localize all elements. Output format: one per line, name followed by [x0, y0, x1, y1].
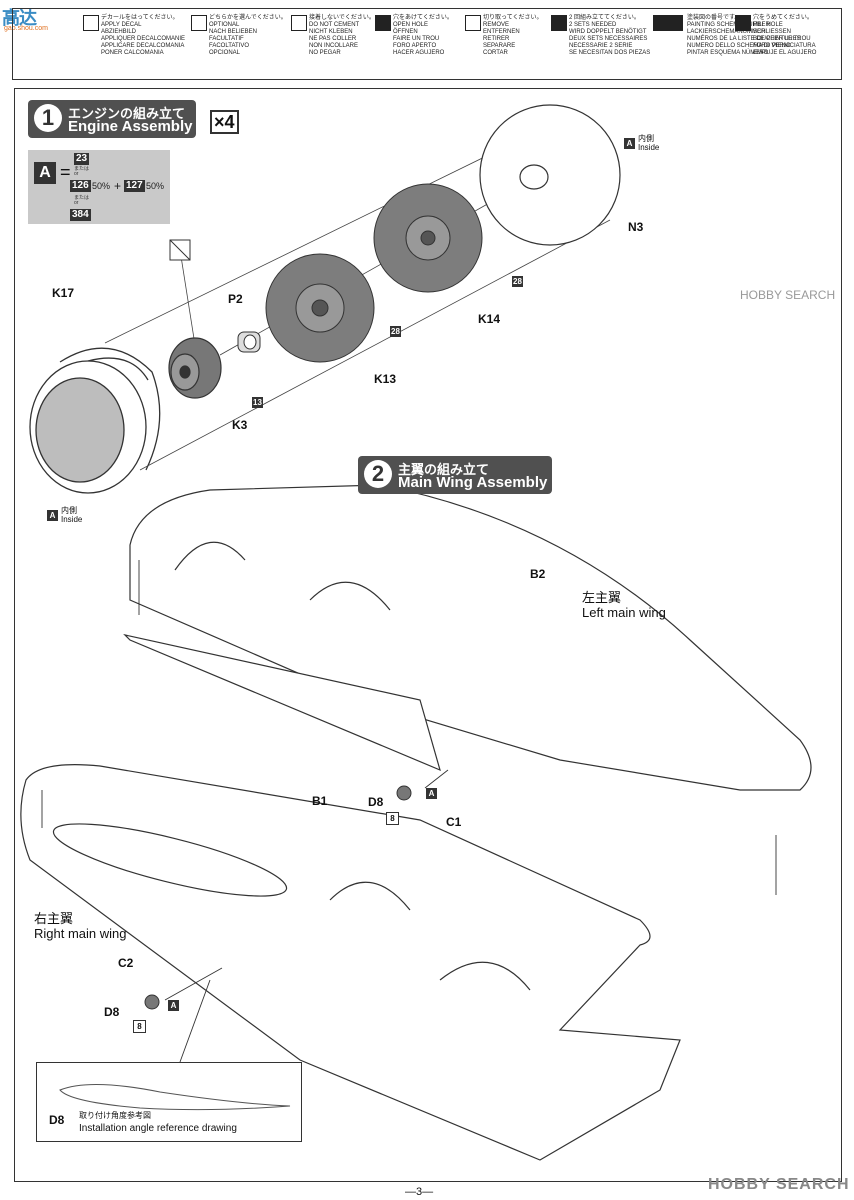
plus-sign: + [114, 179, 122, 193]
ref-title-jp: 取り付け角度参考図 [79, 1111, 151, 1120]
part-d8-drawing [144, 994, 160, 1010]
legend-text: 接着しないでください。 DO NOT CEMENT NICHT KLEBEN N… [309, 15, 375, 56]
no-cement-icon [291, 15, 307, 31]
color-code: 23 [74, 153, 90, 165]
instruction-frame [14, 88, 842, 1182]
legend-text: 塗装図の番号です。 PAINTING SCHEME NUMBER LACKIER… [687, 15, 816, 56]
left-wing-drawing [123, 484, 812, 791]
fill-hole-icon [735, 15, 751, 31]
two-sets-icon [551, 15, 567, 31]
installation-reference-box: D8 取り付け角度参考図 Installation angle referenc… [36, 1062, 302, 1142]
cowling-k17-drawing [29, 347, 161, 494]
step-number: 1 [34, 104, 62, 132]
part-label-b1: B1 [312, 794, 328, 808]
part-d8-drawing [396, 785, 412, 801]
step-title-en: Main Wing Assembly [398, 474, 548, 491]
step-title-jp: 主翼の組み立て [398, 462, 490, 477]
step-1-header: 1 エンジンの組み立て Engine Assembly [28, 100, 196, 138]
step-2-header: 2 主翼の組み立て Main Wing Assembly [358, 456, 552, 494]
percent: 50% [146, 181, 165, 191]
color-code: 384 [70, 209, 91, 221]
paint-callout: A = 23 または or 126 50% + 127 50% または or 3… [28, 150, 170, 224]
side-watermark: HOBBY SEARCH [740, 288, 836, 302]
legend-text: 切り取ってください。 REMOVE ENTFERNEN RETIRER SEPA… [483, 15, 543, 56]
percent: 50% [92, 181, 111, 191]
paint-code-badge: 8 [133, 1020, 146, 1033]
part-label-d8: D8 [104, 1005, 120, 1019]
or-text: または or [74, 166, 90, 177]
part-p2-drawing [237, 331, 261, 353]
paint-code-badge: 28 [390, 326, 401, 337]
right-wing-jp: 右主翼 [34, 911, 74, 926]
tag-a: A [168, 1000, 179, 1011]
part-label-c2: C2 [118, 956, 134, 970]
tag-a: A [47, 510, 58, 521]
cylinders-k14-drawing [373, 183, 483, 293]
part-label-d8: D8 [368, 795, 384, 809]
paint-code-badge: 13 [252, 397, 263, 408]
plate-n3-drawing [479, 104, 621, 246]
site-watermark: HOBBY SEARCH [708, 1176, 850, 1193]
site-logo: 高达 [2, 8, 37, 28]
site-logo-url: gao.shou.com [4, 25, 48, 32]
ref-title-en: Installation angle reference drawing [79, 1123, 237, 1134]
page-number: —3— [405, 1186, 434, 1198]
part-label-n3: N3 [628, 220, 644, 234]
part-label-k3: K3 [232, 418, 248, 432]
scheme-icon [653, 15, 683, 31]
right-wing-drawing [20, 764, 681, 1161]
tag-a: A [426, 788, 437, 799]
inside-jp: 内側 [61, 506, 77, 515]
symbol-legend: デカールをはってください。 APPLY DECAL ABZIEHBILD APP… [12, 8, 842, 80]
right-wing-en: Right main wing [34, 926, 127, 941]
cylinders-k13-drawing [265, 253, 375, 363]
part-label-c1: C1 [446, 815, 462, 829]
step-title-jp: エンジンの組み立て [68, 106, 186, 121]
paint-code-badge: 8 [386, 812, 399, 825]
hub-k3-drawing [168, 337, 222, 399]
equals-sign: = [60, 162, 71, 182]
color-code: 127 [124, 180, 145, 192]
part-label-b2: B2 [530, 567, 546, 581]
part-label-p2: P2 [228, 292, 243, 306]
inside-jp: 内側 [638, 134, 654, 143]
airfoil-reference-drawing [59, 1083, 291, 1111]
left-wing-en: Left main wing [582, 605, 666, 620]
paint-code-badge: 28 [512, 276, 523, 287]
paint-letter: A [34, 162, 56, 184]
left-wing-jp: 左主翼 [582, 590, 622, 605]
optional-icon [191, 15, 207, 31]
legend-text: どちらかを選んでください。 OPTIONAL NACH BELIEBEN FAC… [209, 15, 287, 56]
legend-text: 穴をうめてください。 FILL HOLE SCHLIESSEN BOUCHER … [753, 15, 817, 56]
open-hole-icon [375, 15, 391, 31]
legend-text: 2 回組み立ててください。 2 SETS NEEDED WIRD DOPPELT… [569, 15, 651, 56]
legend-text: デカールをはってください。 APPLY DECAL ABZIEHBILD APP… [101, 15, 186, 56]
remove-icon [465, 15, 481, 31]
or-text: または or [74, 195, 90, 206]
step-title-en: Engine Assembly [68, 118, 193, 135]
decal-icon [83, 15, 99, 31]
tag-a: A [624, 138, 635, 149]
inside-en: Inside [61, 515, 83, 524]
step-number: 2 [364, 460, 392, 488]
color-code: 126 [70, 180, 91, 192]
ref-part-label: D8 [49, 1113, 65, 1127]
inside-en: Inside [638, 143, 660, 152]
legend-text: 穴をあけてください。 OPEN HOLE ÖFFNEN FAIRE UN TRO… [393, 15, 453, 56]
part-label-k14: K14 [478, 312, 501, 326]
part-label-k13: K13 [374, 372, 397, 386]
repeat-multiplier: ×4 [210, 110, 239, 134]
part-label-k17: K17 [52, 286, 75, 300]
